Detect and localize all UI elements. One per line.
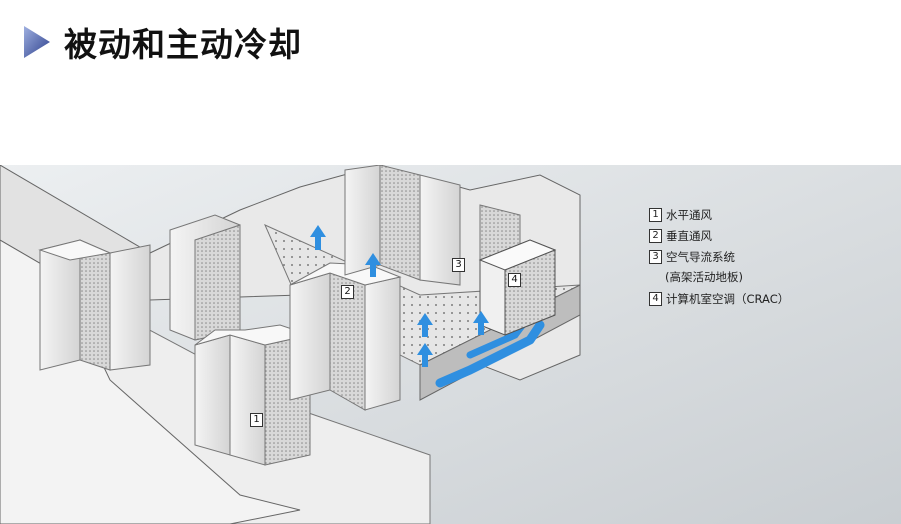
rack-group-far-left <box>38 239 151 371</box>
legend-number: 1 <box>649 207 662 222</box>
airflow-arrow-2 <box>365 253 381 277</box>
legend-item-2: 2 垂直通风 <box>649 225 789 246</box>
airflow-arrows <box>310 225 489 367</box>
legend-sublabel: (高架活动地板) <box>665 270 743 284</box>
callout-4: 4 <box>508 273 521 287</box>
legend-label: 空气导流系统 <box>666 249 735 264</box>
legend: 1 水平通风 2 垂直通风 3 空气导流系统 (高架活动地板) 4 计算机室空调… <box>649 204 789 309</box>
cooling-diagram: 1 2 3 4 <box>0 165 901 524</box>
callout-2: 2 <box>341 285 354 299</box>
triangle-arrow-icon <box>24 26 50 58</box>
page-title: 被动和主动冷却 <box>64 25 302 64</box>
legend-item-1: 1 水平通风 <box>649 204 789 225</box>
airflow-arrow-3 <box>417 313 433 337</box>
legend-label: 计算机室空调（CRAC） <box>666 291 790 306</box>
legend-item-4: 4 计算机室空调（CRAC） <box>649 288 789 309</box>
rack-group-back-left <box>169 214 241 341</box>
legend-number: 3 <box>649 249 662 264</box>
airflow-channel <box>435 320 545 388</box>
legend-label: 水平通风 <box>666 207 712 222</box>
legend-item-3: 3 空气导流系统 <box>649 246 789 267</box>
callout-1: 1 <box>250 413 263 427</box>
airflow-arrow-1 <box>310 225 326 250</box>
legend-number: 2 <box>649 228 662 243</box>
airflow-arrow-5 <box>417 343 433 367</box>
legend-label: 垂直通风 <box>666 228 712 243</box>
legend-number: 4 <box>649 291 662 306</box>
data-center-illustration <box>0 165 901 524</box>
airflow-arrow-4 <box>473 311 489 335</box>
callout-3: 3 <box>452 258 465 272</box>
crac-unit <box>478 239 557 336</box>
title-bar: 被动和主动冷却 <box>22 18 302 66</box>
